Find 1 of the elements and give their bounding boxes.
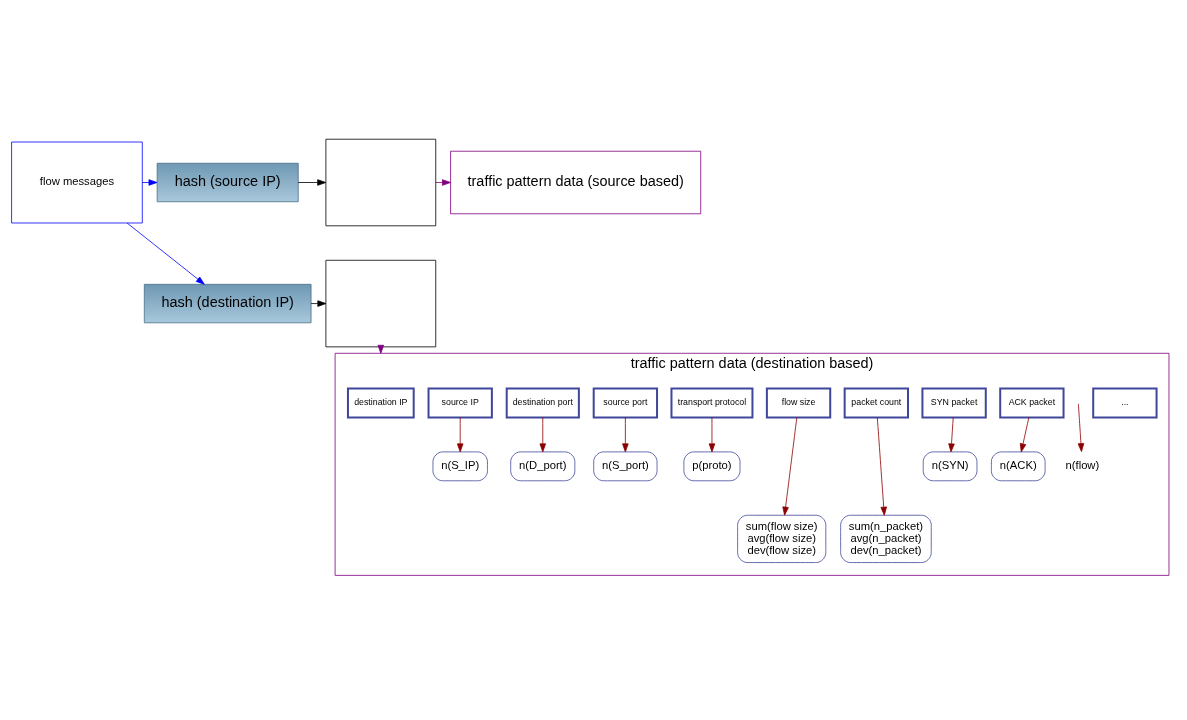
node-text: n(flow) [1065, 458, 1100, 471]
